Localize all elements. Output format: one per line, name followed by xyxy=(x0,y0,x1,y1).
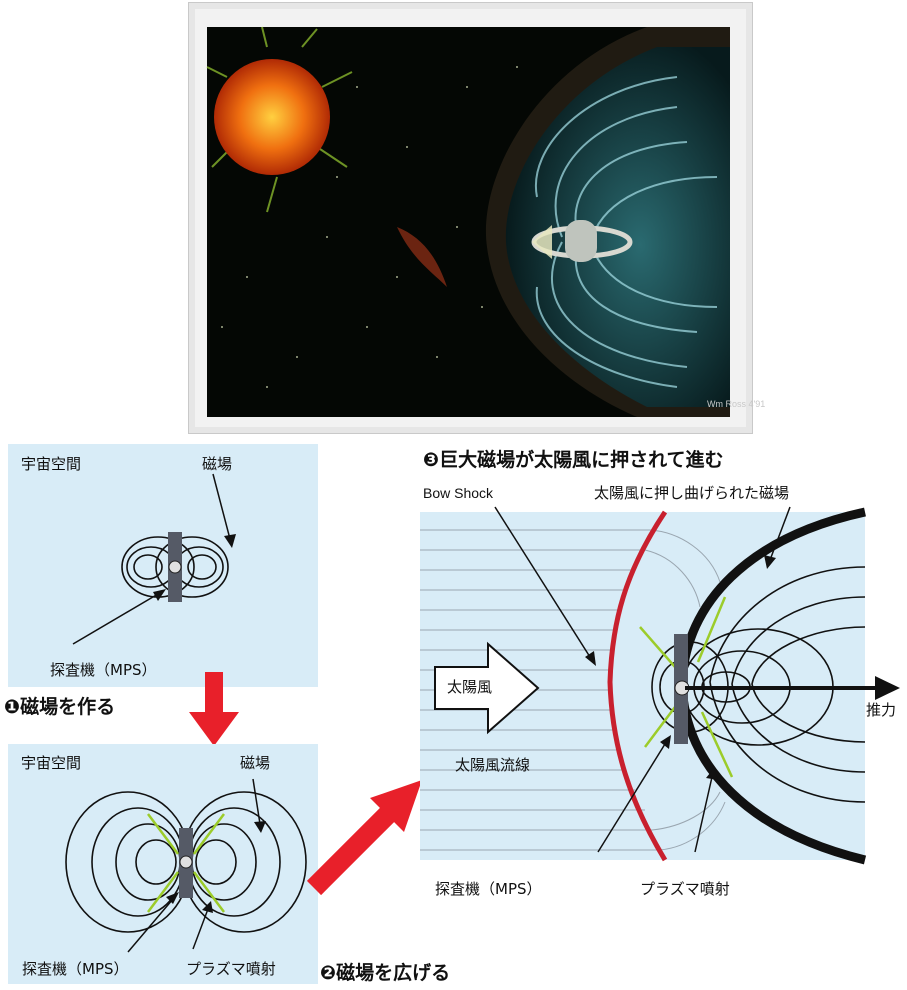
bent-field-label: 太陽風に押し曲げられた磁場 xyxy=(594,484,790,502)
panel1-field-diagram xyxy=(72,473,236,645)
stream-line-label: 太陽風流線 xyxy=(455,756,531,774)
step2-text: 磁場を広げる xyxy=(336,962,451,984)
solar-wind-label: 太陽風 xyxy=(447,678,493,696)
step3-caption: ❸巨大磁場が太陽風に押されて進む xyxy=(423,451,724,470)
step2-number: ❷ xyxy=(320,962,337,984)
thrust-label: 推力 xyxy=(866,701,897,719)
step1-caption: ❶磁場を作る xyxy=(4,698,115,717)
panel1-space-label: 宇宙空間 xyxy=(21,455,82,473)
panel3-magnetosphere-diagram xyxy=(420,506,900,865)
panel2-field-diagram xyxy=(65,778,307,953)
step1-number: ❶ xyxy=(4,696,21,718)
space-illustration: Wm Ross 4'91 xyxy=(206,26,765,417)
panel3-plasma-label: プラズマ噴射 xyxy=(640,880,730,898)
step1-text: 磁場を作る xyxy=(20,696,116,718)
panel2-probe-label: 探査機（MPS） xyxy=(22,960,129,978)
panel3-probe-label: 探査機（MPS） xyxy=(435,880,542,898)
step3-text: 巨大磁場が太陽風に押されて進む xyxy=(439,449,724,471)
bow-shock-label: Bow Shock xyxy=(423,485,494,501)
panel1-field-label: 磁場 xyxy=(202,455,233,473)
diagonal-arrow xyxy=(306,780,422,896)
panel2-space-label: 宇宙空間 xyxy=(21,754,82,772)
panel2-field-label: 磁場 xyxy=(240,754,271,772)
panel1-probe-label: 探査機（MPS） xyxy=(50,661,157,679)
down-arrow xyxy=(189,672,239,746)
panel2-plasma-label: プラズマ噴射 xyxy=(186,960,276,978)
step2-caption: ❷磁場を広げる xyxy=(320,964,450,983)
artist-signature: Wm Ross 4'91 xyxy=(707,399,765,409)
step3-number: ❸ xyxy=(423,449,440,471)
panel-step1 xyxy=(8,444,318,687)
panel-step2 xyxy=(8,744,318,984)
